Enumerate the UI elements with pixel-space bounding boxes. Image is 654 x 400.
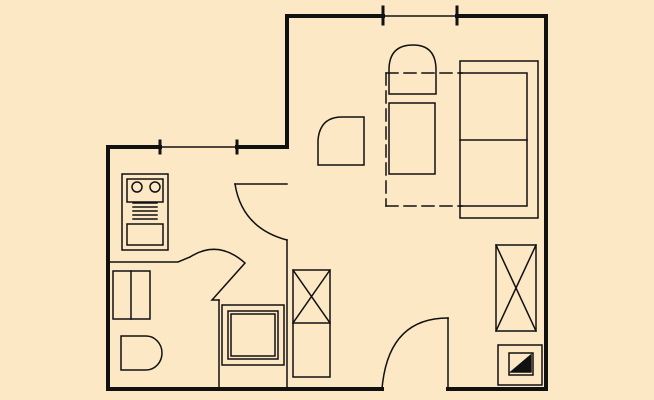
window-icon — [381, 5, 459, 26]
window-icon — [158, 139, 239, 155]
wall-bottom-right — [446, 14, 548, 391]
wall-left — [106, 145, 384, 391]
door-icon — [234, 183, 288, 241]
shower-icon — [221, 304, 285, 366]
exterior-walls — [106, 14, 548, 391]
chair-icon — [317, 116, 365, 166]
toilet-icon — [120, 335, 163, 371]
armchair-icon — [388, 44, 437, 95]
cabinet-icon — [495, 244, 537, 332]
bathroom-wall — [107, 256, 191, 263]
door-icon — [188, 248, 247, 301]
wall-top-main — [235, 14, 385, 149]
door-icon — [381, 317, 449, 390]
sofa-icon — [459, 60, 539, 219]
stove-icon — [121, 173, 169, 251]
dining-table-icon — [385, 72, 463, 207]
wardrobe-icon — [291, 268, 332, 378]
fireplace-icon — [497, 344, 543, 386]
sink-icon — [112, 270, 151, 320]
interior-walls — [107, 239, 288, 390]
